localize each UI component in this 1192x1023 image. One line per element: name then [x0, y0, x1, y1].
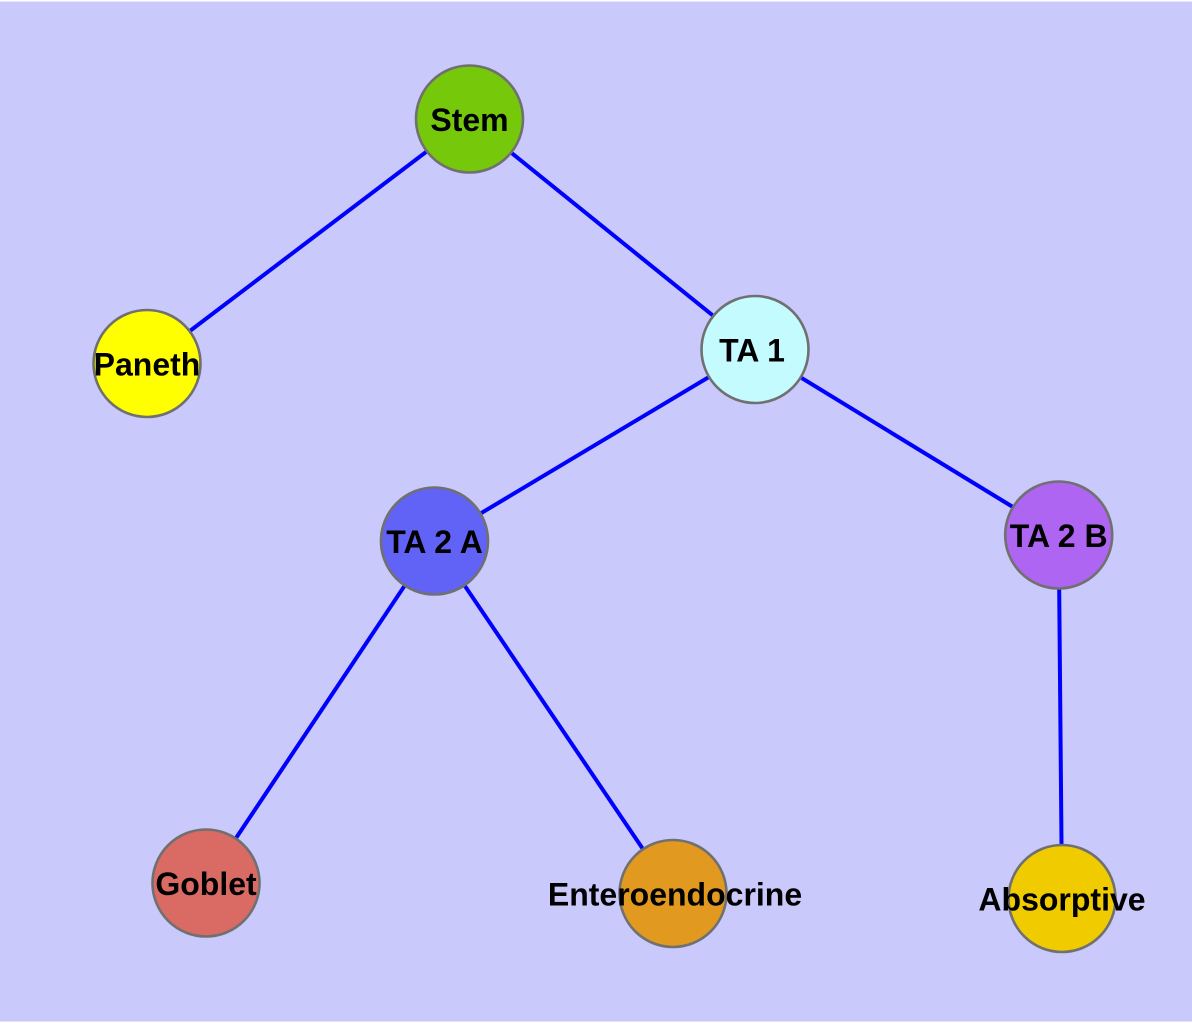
svg-text:Goblet: Goblet	[155, 866, 257, 902]
svg-text:Absorptive: Absorptive	[978, 882, 1145, 918]
svg-text:Paneth: Paneth	[94, 347, 201, 383]
svg-text:TA 2 A: TA 2 A	[386, 524, 483, 560]
svg-text:TA 2 B: TA 2 B	[1010, 518, 1108, 554]
svg-text:Stem: Stem	[430, 102, 508, 138]
svg-text:TA 1: TA 1	[719, 333, 785, 369]
svg-text:Enteroendocrine: Enteroendocrine	[548, 877, 802, 913]
